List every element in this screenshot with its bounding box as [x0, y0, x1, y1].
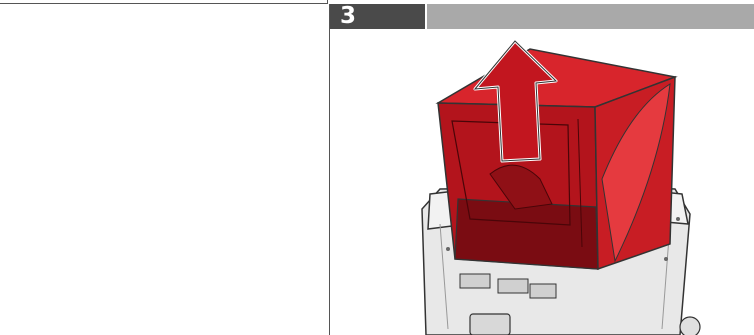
step-panel: 3 — [329, 4, 754, 335]
header-divider — [425, 4, 427, 29]
dust-bag-illustration — [421, 39, 701, 335]
step-header: 3 — [330, 4, 754, 29]
step-number: 3 — [330, 4, 425, 29]
previous-panel-frame — [0, 0, 328, 4]
arrow-up-icon — [473, 39, 558, 163]
